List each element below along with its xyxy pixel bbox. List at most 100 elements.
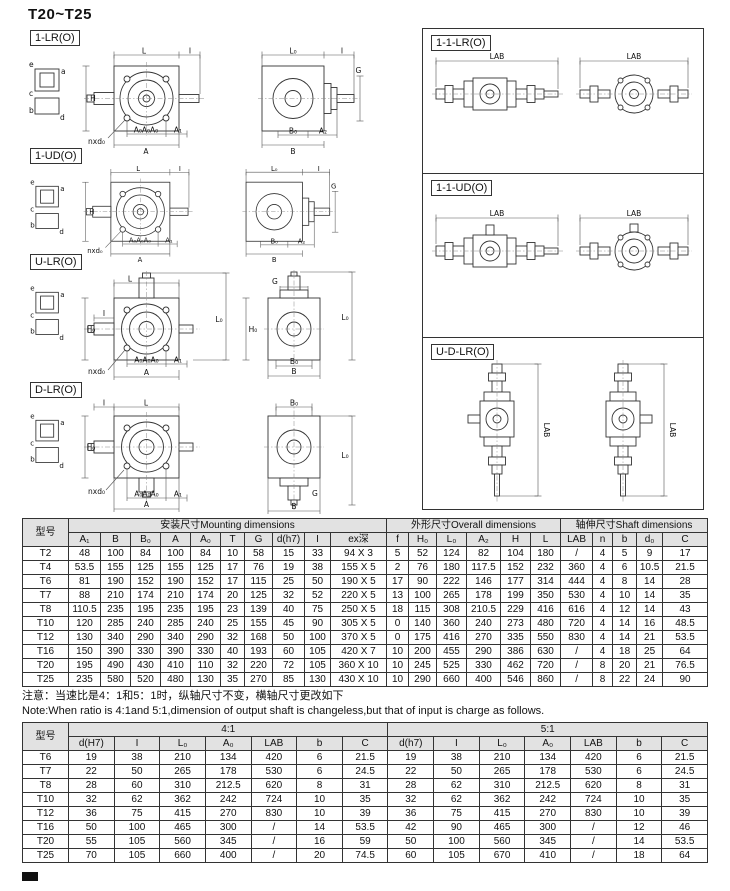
value-cell: 386 [500, 644, 531, 659]
value-cell: 35 [341, 792, 389, 807]
value-cell: / [560, 658, 594, 673]
value-cell: 60 [113, 778, 161, 793]
value-cell: 620 [570, 778, 617, 793]
orientation-icon: e a c b d [30, 177, 64, 236]
value-cell: 38 [433, 750, 480, 765]
value-cell: 90 [433, 820, 480, 835]
value-cell: 168 [244, 630, 273, 645]
value-cell: 390 [160, 644, 191, 659]
value-cell: 104 [500, 546, 531, 561]
column-header: b [296, 736, 343, 751]
col-header-model: 型号 [22, 518, 69, 547]
value-cell: 64 [661, 848, 708, 863]
model-cell: T10 [22, 616, 69, 631]
dim-label: H [90, 94, 96, 103]
diagram-area: 1-LR(O) e a c b d [28, 28, 704, 514]
main-dimension-table: 型号 安装尺寸Mounting dimensions 外形尺寸Overall d… [22, 518, 708, 687]
value-cell: 420 [250, 750, 298, 765]
value-cell: 314 [529, 574, 562, 589]
value-cell: 10 [220, 546, 245, 561]
diagram-title: 1-1-UD(O) [431, 180, 493, 196]
value-cell: 6 [296, 764, 343, 779]
dim-label: I [179, 165, 181, 173]
value-cell: 76 [408, 560, 437, 575]
gearbox-side-view-drawing: B₀ L₀ G B [264, 399, 356, 514]
col-header-model: 型号 [22, 722, 69, 751]
model-cell: T8 [22, 602, 69, 617]
note-cn: 注意：当速比是4：1和5：1时，纵轴尺寸不变，横轴尺寸更改如下 [22, 690, 344, 702]
value-cell: 36 [387, 806, 435, 821]
column-header: b [615, 736, 663, 751]
dim-label: B [291, 367, 296, 376]
dim-label: nxd₀ [88, 487, 105, 496]
value-cell: 22 [68, 764, 115, 779]
value-cell: 724 [570, 792, 617, 807]
value-cell: 24.5 [341, 764, 389, 779]
value-cell: 64 [662, 644, 708, 659]
value-cell: 310 [478, 778, 526, 793]
value-cell: 270 [204, 806, 252, 821]
value-cell: 115 [408, 602, 437, 617]
dim-label: LAB [542, 423, 550, 438]
value-cell: 444 [560, 574, 594, 589]
value-cell: 105 [433, 848, 480, 863]
value-cell: 190 X 5 [330, 574, 387, 589]
value-cell: 18 [615, 848, 663, 863]
value-cell: 16 [296, 834, 343, 849]
value-cell: 530 [250, 764, 298, 779]
column-header: B [100, 532, 131, 547]
value-cell: 530 [570, 764, 617, 779]
value-cell: 190 [160, 574, 191, 589]
dim-label: LAB [626, 52, 641, 61]
column-header: d(h7) [272, 532, 305, 547]
model-cell: T7 [22, 588, 69, 603]
value-cell: 220 [244, 658, 273, 673]
value-cell: 105 [113, 848, 161, 863]
model-cell: T6 [22, 574, 69, 589]
value-cell: 48.5 [662, 616, 708, 631]
value-cell: 31 [661, 778, 708, 793]
value-cell: 110.5 [68, 602, 101, 617]
value-cell: 340 [100, 630, 131, 645]
value-cell: 110 [190, 658, 221, 673]
value-cell: 17 [220, 574, 245, 589]
value-cell: 335 [500, 630, 531, 645]
value-cell: 222 [436, 574, 467, 589]
value-cell: 45 [272, 616, 305, 631]
value-cell: 265 [478, 764, 526, 779]
value-cell: 360 [436, 616, 467, 631]
value-cell: / [570, 848, 617, 863]
value-cell: 235 [100, 602, 131, 617]
orientation-icon: e a c b d [30, 283, 64, 342]
value-cell: 242 [204, 792, 252, 807]
value-cell: 125 [244, 588, 273, 603]
value-cell: 19 [68, 750, 115, 765]
value-cell: 21.5 [661, 750, 708, 765]
diagram-group-1-lr: 1-LR(O) e a c b d [28, 28, 422, 156]
value-cell: 9 [636, 546, 664, 561]
value-cell: 82 [466, 546, 501, 561]
value-cell: 32 [272, 588, 305, 603]
value-cell: 21 [636, 630, 664, 645]
value-cell: 400 [466, 672, 501, 687]
value-cell: 10 [386, 672, 409, 687]
value-cell: 550 [529, 630, 562, 645]
value-cell: 195 [190, 602, 221, 617]
value-cell: 250 X 5 [330, 602, 387, 617]
double-shaft-assembly-drawing: LAB [432, 209, 565, 268]
value-cell: 139 [244, 602, 273, 617]
value-cell: 50 [304, 574, 331, 589]
value-cell: 50 [113, 764, 161, 779]
icon-letter: a [61, 67, 66, 76]
dim-label: A₁ [174, 356, 182, 365]
group-header-overall: 外形尺寸Overall dimensions [385, 518, 562, 533]
value-cell: 232 [529, 560, 562, 575]
value-cell: 17 [386, 574, 409, 589]
